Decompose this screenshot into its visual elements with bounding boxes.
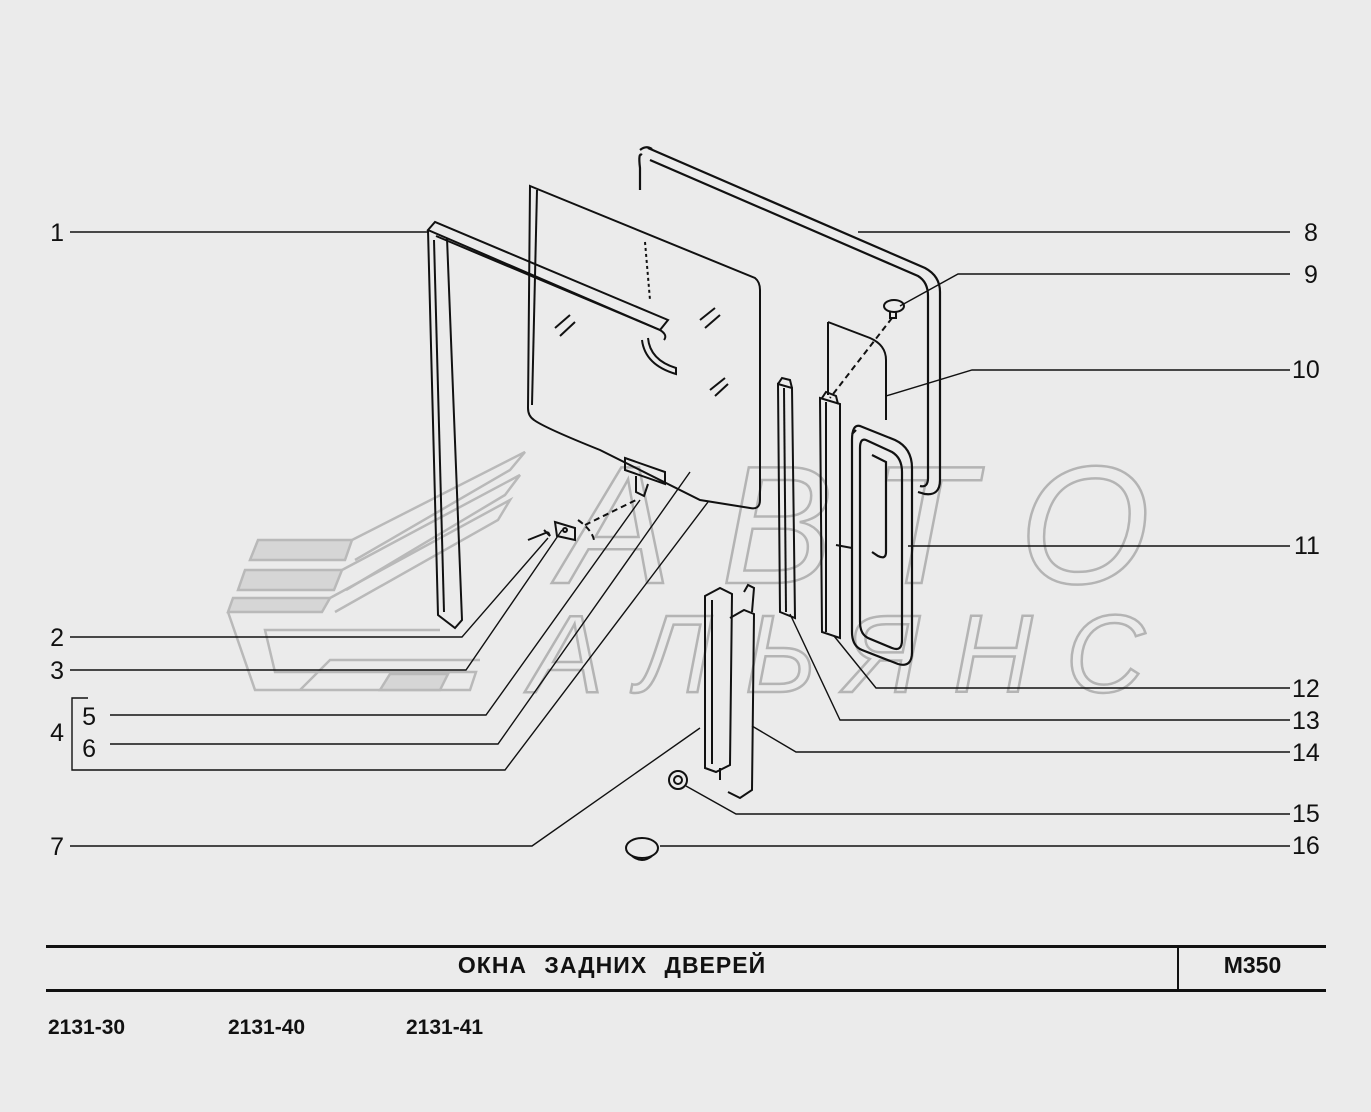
callout-2: 2	[50, 624, 64, 652]
diagram-title: ОКНА ЗАДНИХ ДВЕРЕЙ	[457, 952, 767, 978]
callout-16: 16	[1292, 832, 1320, 860]
model-number: 2131-40	[228, 1016, 306, 1039]
callout-9: 9	[1304, 261, 1318, 289]
callout-10: 10	[1292, 356, 1320, 384]
callout-7: 7	[50, 833, 64, 861]
part-7-glass	[526, 184, 761, 510]
part-2-screw	[527, 529, 551, 541]
watermark-logo	[226, 450, 526, 692]
part-8-outer-seal	[638, 146, 942, 496]
callout-8: 8	[1304, 219, 1318, 247]
part-12-guide	[818, 390, 841, 640]
leader-14	[751, 725, 1290, 753]
title-block-divider	[1177, 945, 1179, 992]
leader-9	[899, 273, 1290, 307]
leader-15	[685, 785, 1290, 815]
part-13-seal-strip	[776, 376, 797, 620]
callout-13: 13	[1292, 707, 1320, 735]
leader-lines	[70, 231, 1290, 847]
leader-13	[789, 613, 1290, 721]
title-block-bottom-rule	[46, 989, 1326, 992]
callout-11: 11	[1294, 532, 1320, 560]
part-10-small-glass	[827, 321, 887, 549]
leader-3	[70, 529, 563, 671]
leader-4-bracket	[71, 501, 709, 771]
leader-5	[110, 499, 641, 716]
leader-6	[110, 471, 691, 745]
part-14-lower-guide	[704, 583, 756, 800]
callout-1: 1	[50, 219, 64, 247]
callout-3: 3	[50, 657, 64, 685]
callout-4: 4	[50, 719, 64, 747]
leader-12	[833, 635, 1290, 689]
leader-7	[70, 727, 701, 847]
part-3-bracket	[553, 456, 666, 542]
callout-6: 6	[82, 735, 96, 763]
part-9-clip	[883, 299, 905, 319]
assembly-arrows	[577, 317, 893, 541]
leader-2	[70, 537, 549, 638]
leader-10	[885, 369, 1290, 397]
callout-14: 14	[1292, 739, 1320, 767]
part-16-cap	[625, 837, 659, 861]
title-block-top-rule	[46, 945, 1326, 948]
callout-15: 15	[1292, 800, 1320, 828]
part-11-channel-frame	[850, 424, 914, 666]
part-1-inner-seal	[426, 220, 677, 630]
part-15-nut	[668, 770, 688, 790]
model-number: 2131-30	[48, 1016, 126, 1039]
callout-5: 5	[82, 703, 96, 731]
diagram-code: М350	[1223, 952, 1282, 978]
callout-12: 12	[1292, 675, 1320, 703]
model-number: 2131-41	[406, 1016, 484, 1039]
